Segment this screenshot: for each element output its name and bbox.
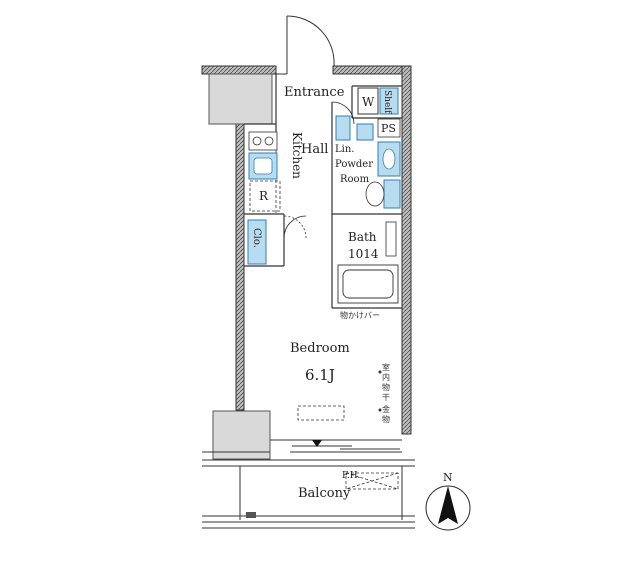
kitchen-counter (249, 135, 281, 214)
bathtub-icon (337, 264, 399, 304)
hanging-bar-label: 物かけバー (340, 310, 380, 320)
hall-label: Hall (301, 142, 328, 157)
balcony-sliding-door (270, 439, 402, 453)
washer-label: W (362, 95, 375, 109)
entrance-label: Entrance (284, 85, 345, 100)
fire-escape-label: F.H. (342, 471, 361, 481)
bath-size-label: 1014 (348, 247, 379, 261)
svg-text:内: 内 (382, 372, 390, 382)
svg-text:干: 干 (382, 393, 390, 402)
compass-north-label: N (443, 471, 453, 484)
ac-unit-outline (297, 405, 345, 421)
kitchen-label: Kitchen (290, 132, 304, 179)
refrigerator-label: R (259, 189, 269, 203)
drain-icon (246, 512, 256, 518)
entry-marker-icon (312, 440, 322, 447)
pipe-space-label: PS (381, 122, 396, 135)
hall-door (331, 101, 355, 125)
closet (247, 219, 267, 265)
closet-door (283, 215, 307, 239)
interior-walls (244, 74, 402, 309)
column-top-left (208, 73, 273, 125)
bath-shelf (385, 221, 397, 257)
bath-label: Bath (348, 230, 377, 244)
balcony-label: Balcony (298, 486, 351, 501)
powder-room-label-1: Powder (335, 159, 373, 170)
balcony-outline (202, 451, 415, 529)
linen-label: Lin. (335, 144, 354, 155)
fire-escape-hatch (345, 472, 399, 490)
column-bottom-left (212, 410, 271, 460)
closet-label: Clo. (251, 228, 262, 248)
bedroom-label: Bedroom (290, 341, 350, 356)
shelf-label: Shelf (382, 90, 392, 114)
indoor-drying-label: 室 内 物 干 金 物 (378, 362, 390, 424)
shoe-cabinet (335, 115, 351, 141)
pipe-space (377, 118, 401, 138)
bedroom-size-label: 6.1J (305, 366, 335, 384)
toilet-icon (365, 179, 401, 209)
svg-text:室: 室 (382, 362, 390, 372)
svg-text:物: 物 (382, 414, 390, 424)
svg-text:物: 物 (382, 382, 390, 392)
vanity-sink-icon (377, 141, 401, 177)
washer (357, 87, 379, 115)
entrance-door (276, 15, 335, 75)
powder-room-label-2: Room (340, 174, 370, 185)
stove-icon (248, 131, 278, 151)
compass-icon (425, 485, 471, 531)
kitchen-sink-icon (248, 152, 278, 180)
svg-text:金: 金 (382, 404, 390, 414)
shelf (379, 87, 399, 115)
linen-cabinet (356, 123, 374, 141)
